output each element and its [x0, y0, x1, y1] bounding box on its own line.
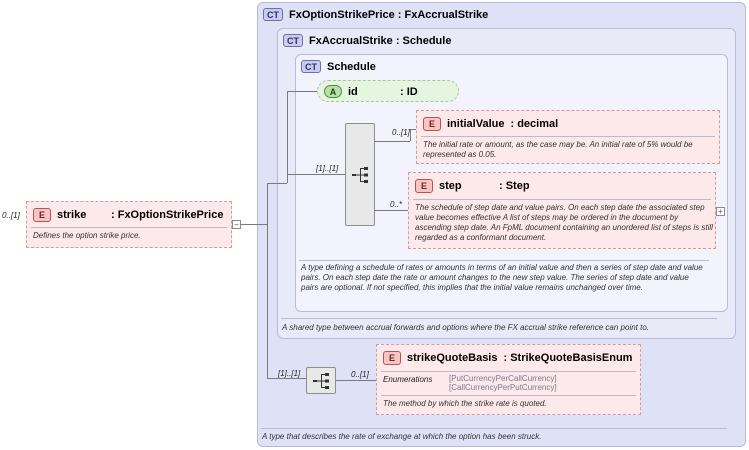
complex-type-badge: CT: [263, 8, 283, 21]
ct-mid-title: FxAccrualStrike : Schedule: [309, 34, 452, 47]
divider: [261, 428, 727, 429]
element-badge: E: [415, 179, 433, 193]
ct-inner-title: Schedule: [327, 60, 376, 73]
strike-doc: Defines the option strike price.: [33, 231, 141, 240]
collapse-toggle[interactable]: −: [232, 220, 241, 229]
divider: [421, 136, 715, 137]
connector-line: [267, 183, 268, 378]
divider: [281, 318, 717, 319]
ct-outer-doc: A type that describes the rate of exchan…: [262, 432, 542, 441]
element-badge: E: [33, 208, 51, 222]
element-badge: E: [423, 117, 441, 131]
initial-value-doc: The initial rate or amount, as the case …: [423, 140, 693, 159]
step-doc: The schedule of step date and value pair…: [415, 203, 713, 242]
step-header: E step : Step: [415, 179, 530, 193]
expand-toggle[interactable]: +: [716, 207, 725, 216]
divider: [299, 260, 709, 261]
attribute-badge: A: [324, 85, 342, 98]
ct-outer-header: CT FxOptionStrikePrice : FxAccrualStrike: [263, 8, 488, 21]
connector-line: [375, 141, 410, 142]
step-cardinality: 0..*: [390, 200, 403, 209]
ct-inner-doc: A type defining a schedule of rates or a…: [301, 263, 703, 292]
strike-quote-basis-name: strikeQuoteBasis: [407, 352, 498, 364]
step-element[interactable]: E step : Step The schedule of step date …: [408, 172, 716, 249]
connector-line: [287, 174, 345, 175]
divider: [381, 371, 636, 372]
attribute-id[interactable]: A id : ID: [317, 80, 459, 102]
connector-line: [375, 210, 408, 211]
ct-mid-doc: A shared type between accrual forwards a…: [282, 323, 650, 332]
strike-element[interactable]: E strike : FxOptionStrikePrice Defines t…: [26, 201, 232, 248]
strike-header: E strike : FxOptionStrikePrice: [33, 208, 223, 222]
ct-mid-header: CT FxAccrualStrike : Schedule: [283, 34, 451, 47]
connector-line: [267, 378, 306, 379]
sequence-compositor[interactable]: [306, 367, 336, 394]
strike-quote-basis-cardinality: 0..[1]: [351, 370, 369, 379]
divider: [413, 199, 711, 200]
attribute-header: A id : ID: [324, 85, 418, 98]
strike-quote-basis-doc: The method by which the strike rate is q…: [383, 399, 547, 408]
ct-outer-title: FxOptionStrikePrice : FxAccrualStrike: [289, 8, 489, 21]
strike-name: strike: [57, 209, 87, 221]
divider: [381, 395, 636, 396]
connector-line: [257, 224, 267, 225]
strike-cardinality: 0..[1]: [2, 211, 20, 220]
strike-quote-basis-type: : StrikeQuoteBasisEnum: [503, 352, 633, 364]
enumerations-label: Enumerations: [383, 375, 433, 384]
connector-line: [410, 129, 416, 130]
initial-value-header: E initialValue : decimal: [423, 117, 558, 131]
strike-quote-basis-element[interactable]: E strikeQuoteBasis : StrikeQuoteBasisEnu…: [376, 344, 641, 415]
enum-value: [PutCurrencyPerCallCurrency]: [449, 374, 557, 383]
initial-value-element[interactable]: E initialValue : decimal The initial rat…: [416, 110, 720, 164]
sequence-compositor[interactable]: [345, 123, 375, 226]
attribute-name: id: [348, 85, 358, 98]
connector-line: [410, 129, 411, 141]
sequence-icon: [313, 373, 329, 389]
sequence-cardinality: [1]..[1]: [278, 369, 301, 378]
connector-line: [287, 91, 288, 183]
initial-value-name: initialValue: [447, 118, 505, 130]
attribute-type: : ID: [400, 85, 418, 98]
strike-type: : FxOptionStrikePrice: [111, 209, 224, 221]
complex-type-badge: CT: [301, 60, 321, 73]
initial-value-type: : decimal: [510, 118, 559, 130]
ct-inner-header: CT Schedule: [301, 60, 376, 73]
strike-quote-basis-header: E strikeQuoteBasis : StrikeQuoteBasisEnu…: [383, 351, 632, 365]
connector-line: [287, 91, 317, 92]
step-type: : Step: [499, 180, 530, 192]
connector-line: [336, 380, 376, 381]
enum-value: [CallCurrencyPerPutCurrency]: [449, 383, 557, 392]
divider: [31, 227, 227, 228]
sequence-icon: [352, 167, 368, 183]
initial-value-cardinality: 0..[1]: [392, 128, 410, 137]
connector-line: [267, 183, 287, 184]
sequence-cardinality: [1]..[1]: [316, 164, 339, 173]
element-badge: E: [383, 351, 401, 365]
step-name: step: [439, 180, 462, 192]
connector-line: [241, 224, 257, 225]
complex-type-badge: CT: [283, 34, 303, 47]
